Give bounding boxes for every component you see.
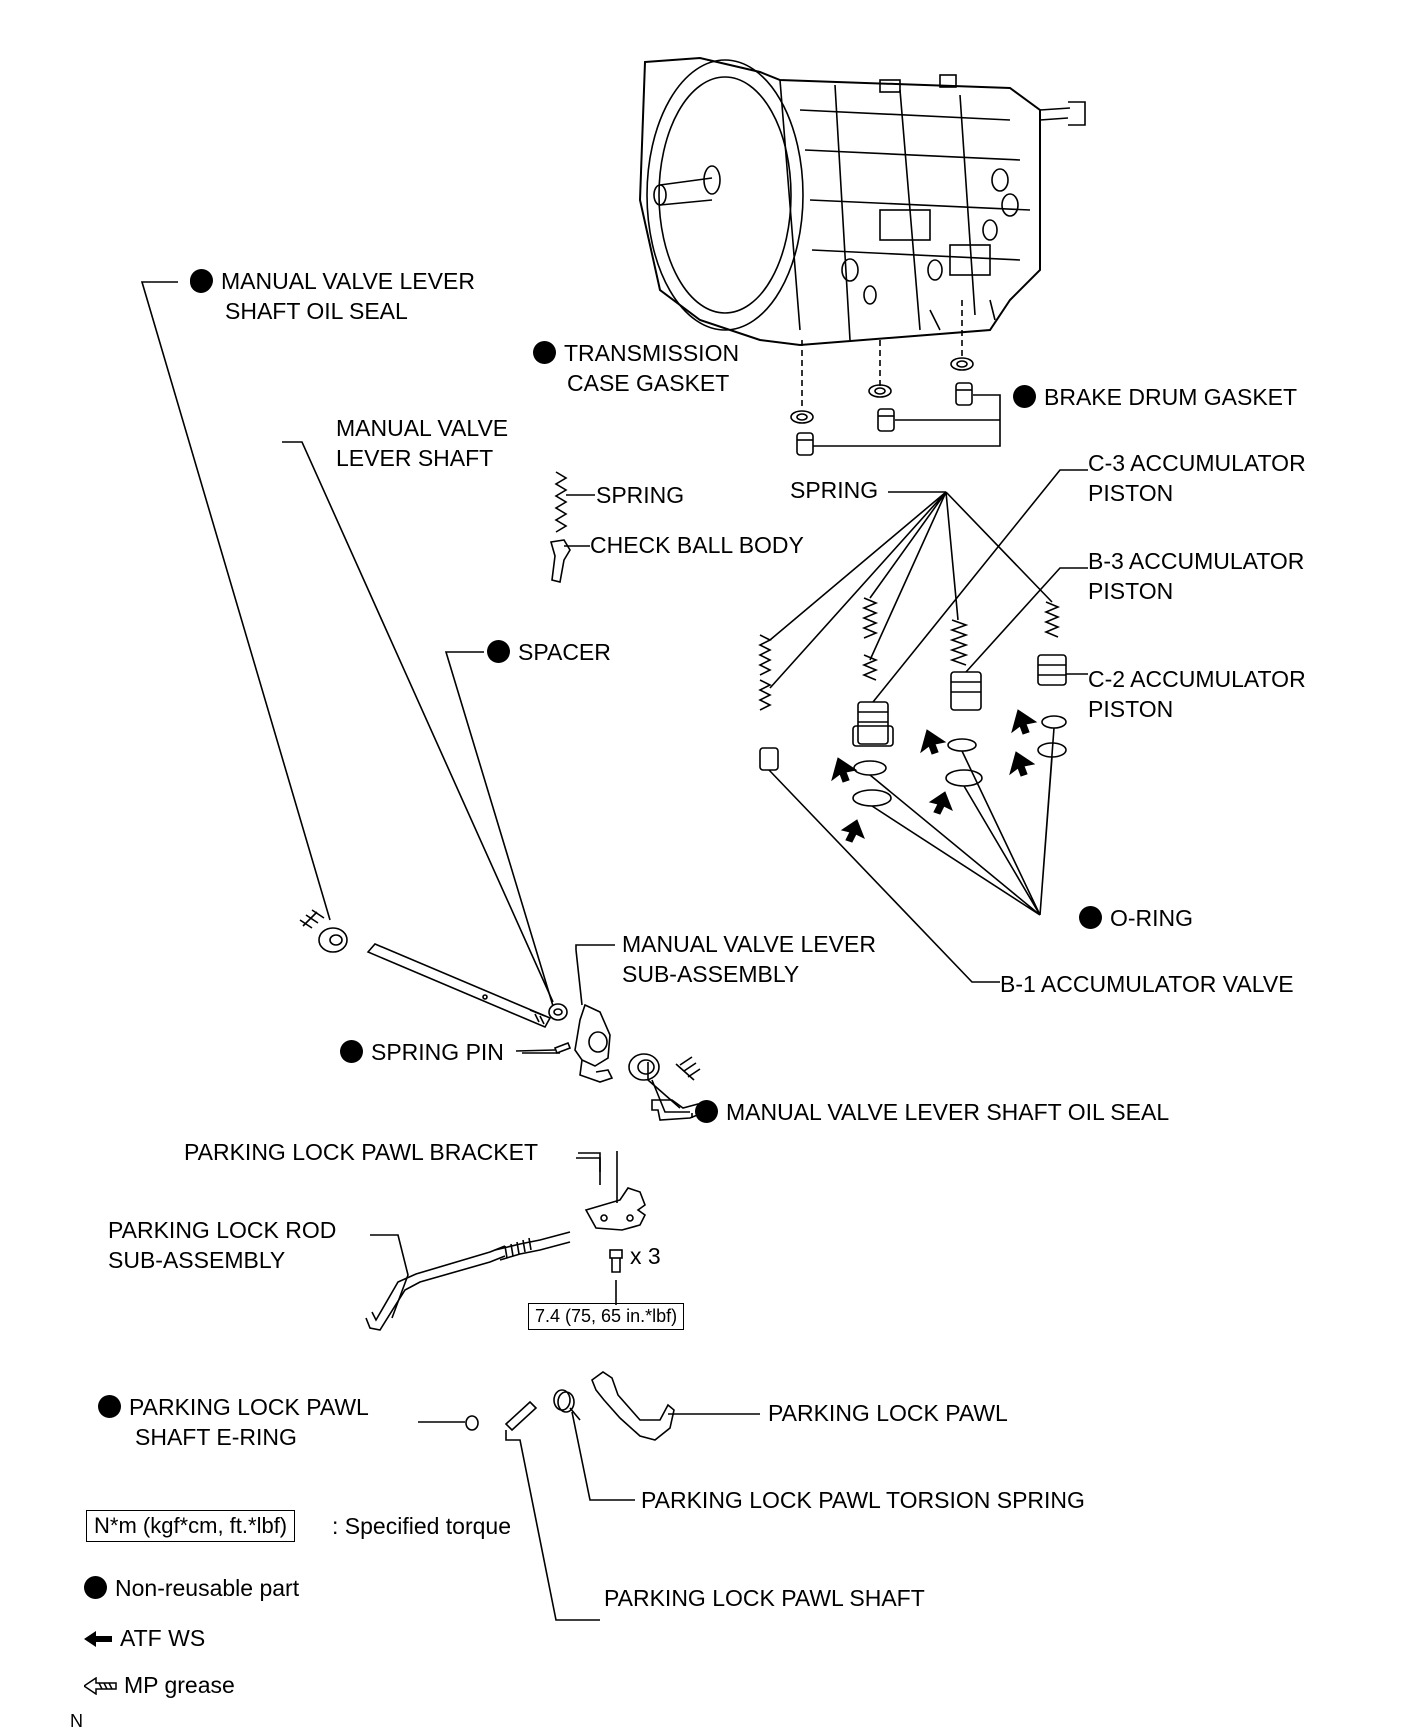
spring-pin-part: [515, 1041, 572, 1055]
non-reusable-icon: [695, 1100, 718, 1123]
label-parking-lock-rod-sub-assembly: PARKING LOCK ROD SUB-ASSEMBLY: [108, 1217, 337, 1273]
label-bolt-count: x 3: [630, 1243, 661, 1269]
torque-spec-box: 7.4 (75, 65 in.*lbf): [528, 1303, 685, 1330]
legend-torque-box: N*m (kgf*cm, ft.*lbf): [86, 1510, 296, 1542]
non-reusable-icon: [1013, 385, 1036, 408]
legend-atf-ws: ATF WS: [84, 1623, 205, 1653]
parking-lock-pawl-part: [591, 1371, 760, 1441]
label-spring-small: SPRING: [596, 482, 685, 508]
label-b1-accumulator-valve: B-1 ACCUMULATOR VALVE: [1000, 971, 1294, 997]
manual-valve-lever-shaft-oil-seal-top-part: [299, 909, 348, 953]
legend-torque-desc: : Specified torque: [332, 1513, 512, 1539]
check-ball-spring: [554, 471, 595, 533]
label-manual-valve-lever-shaft-oil-seal-bottom: MANUAL VALVE LEVER SHAFT OIL SEAL: [695, 1097, 1169, 1127]
transmission-case-gaskets: [790, 300, 974, 424]
non-reusable-icon: [1079, 906, 1102, 929]
bolt-part: [609, 1249, 623, 1305]
label-parking-lock-pawl-torsion-spring: PARKING LOCK PAWL TORSION SPRING: [641, 1487, 1085, 1513]
label-manual-valve-lever-shaft-oil-seal-top: MANUAL VALVE LEVER SHAFT OIL SEAL: [190, 266, 475, 326]
atf-ws-arrow-icon: [84, 1631, 112, 1647]
non-reusable-icon: [487, 640, 510, 663]
label-spring: SPRING: [790, 477, 879, 503]
check-ball-body: [549, 539, 590, 583]
transmission-case: [638, 56, 1086, 347]
c2-accumulator-piston: [1037, 654, 1088, 686]
atf-ws-arrows: [831, 709, 1038, 843]
label-c3-accumulator-piston: C-3 ACCUMULATOR PISTON: [1088, 450, 1306, 506]
manual-valve-lever-shaft-part: [366, 943, 552, 1029]
label-spring-pin: SPRING PIN: [340, 1037, 504, 1067]
label-parking-lock-pawl: PARKING LOCK PAWL: [768, 1400, 1008, 1426]
figure-code: N: [70, 1711, 83, 1731]
label-parking-lock-pawl-shaft: PARKING LOCK PAWL SHAFT: [604, 1585, 925, 1611]
label-b3-accumulator-piston: B-3 ACCUMULATOR PISTON: [1088, 548, 1305, 604]
label-transmission-case-gasket: TRANSMISSION CASE GASKET: [533, 338, 739, 398]
label-c2-accumulator-piston: C-2 ACCUMULATOR PISTON: [1088, 666, 1306, 722]
label-check-ball-body: CHECK BALL BODY: [590, 532, 804, 558]
manual-valve-lever-shaft-oil-seal-bottom-part: [628, 1053, 701, 1113]
legend-mp-grease: MP grease: [82, 1670, 235, 1700]
parking-lock-pawl-shaft-e-ring-part: [418, 1415, 479, 1431]
label-o-ring: O-RING: [1079, 903, 1193, 933]
brake-drum-gaskets: [796, 382, 1001, 456]
label-manual-valve-lever-sub-assembly: MANUAL VALVE LEVER SUB-ASSEMBLY: [622, 931, 876, 987]
label-brake-drum-gasket: BRAKE DRUM GASKET: [1013, 382, 1297, 412]
label-spacer: SPACER: [487, 637, 611, 667]
parking-lock-pawl-bracket-part: [576, 1157, 647, 1231]
b3-accumulator-piston: [950, 567, 1088, 711]
accumulator-springs: [758, 491, 1061, 711]
mp-grease-arrow-icon: [82, 1676, 117, 1696]
non-reusable-icon: [98, 1395, 121, 1418]
non-reusable-icon: [190, 269, 213, 292]
c3-accumulator-piston: [852, 469, 1088, 747]
non-reusable-icon: [533, 341, 556, 364]
label-parking-lock-pawl-bracket: PARKING LOCK PAWL BRACKET: [184, 1139, 539, 1165]
b1-accumulator-valve: [759, 747, 1000, 983]
parking-lock-pawl-torsion-spring-part: [553, 1389, 635, 1501]
o-rings: [852, 715, 1067, 916]
legend-non-reusable: Non-reusable part: [84, 1573, 299, 1603]
label-parking-lock-pawl-shaft-e-ring: PARKING LOCK PAWL SHAFT E-RING: [98, 1392, 369, 1452]
non-reusable-icon: [84, 1576, 107, 1599]
non-reusable-icon: [340, 1040, 363, 1063]
manual-valve-lever-part: [574, 944, 615, 1083]
spacer-part: [548, 1003, 568, 1021]
parking-lock-rod-part: [365, 1231, 571, 1331]
label-manual-valve-lever-shaft: MANUAL VALVE LEVER SHAFT: [336, 415, 509, 471]
parking-lock-pawl-shaft-part: [504, 1400, 600, 1621]
